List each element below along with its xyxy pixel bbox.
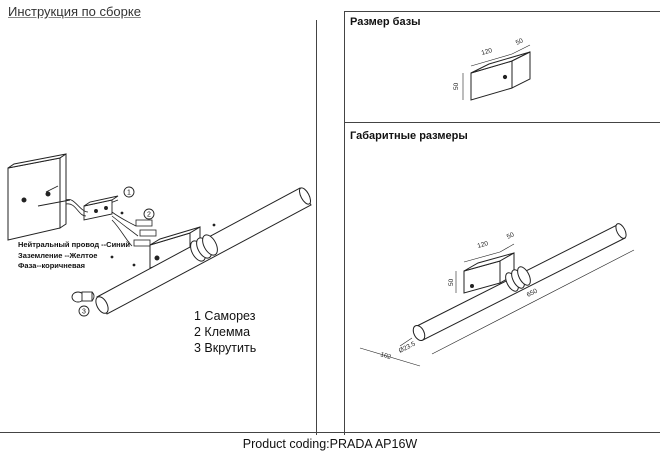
base-dim-width: 50	[515, 37, 525, 47]
wiring-phase: Фаза--коричневая	[18, 261, 86, 270]
dimension-fixture	[412, 223, 627, 341]
base-dim-lines	[462, 44, 531, 100]
overall-dimensions-title: Габаритные размеры	[350, 130, 468, 142]
dimension-lines	[359, 243, 635, 367]
callout-2: 2	[147, 212, 151, 219]
callout-numbers: 1 2 3	[82, 190, 151, 316]
base-dim-length: 120	[481, 47, 494, 57]
callout-3: 3	[82, 309, 86, 316]
wiring-neutral: Нейтральный провод --Синий	[18, 240, 130, 249]
left-divider	[316, 20, 317, 435]
step-3: 3 Вкрутить	[194, 341, 257, 355]
wires	[65, 198, 139, 247]
page-title: Инструкция по сборке	[8, 4, 141, 19]
bulb-detail	[71, 291, 95, 303]
step-1: 1 Саморез	[194, 309, 256, 323]
steps-legend: 1 Саморез 2 Клемма 3 Вкрутить	[194, 308, 256, 356]
step-2: 2 Клемма	[194, 325, 251, 339]
terminal-block	[133, 219, 157, 247]
callout-1: 1	[127, 190, 131, 197]
base-size-title: Размер базы	[350, 16, 421, 28]
dim-length: 120	[477, 240, 490, 250]
dim-overall: 650	[526, 287, 539, 298]
footer-rule	[0, 432, 660, 433]
panel-separator	[344, 122, 660, 123]
top-rule-right	[344, 11, 660, 12]
dim-depth: 102	[379, 351, 392, 361]
dim-diameter: Ø23.5	[398, 340, 417, 354]
lamp-fixture	[95, 187, 312, 315]
wall-plate	[7, 153, 67, 241]
dim-height: 50	[448, 278, 455, 286]
base-block	[470, 51, 531, 101]
small-screws	[110, 211, 216, 267]
dim-width: 50	[506, 231, 516, 241]
dimension-labels: 120 50 50 650 102 Ø23.5	[379, 231, 538, 361]
product-code: Product coding:PRADA AP16W	[242, 437, 418, 451]
right-divider	[344, 11, 345, 435]
wiring-notes: Нейтральный провод --Синий Заземление --…	[18, 240, 130, 272]
callout-circles	[78, 186, 155, 317]
wiring-ground: Заземление --Желтое	[18, 250, 98, 260]
bracket	[83, 195, 119, 221]
base-dim-height: 50	[453, 82, 460, 90]
base-dim-labels: 120 50 50	[453, 37, 525, 90]
